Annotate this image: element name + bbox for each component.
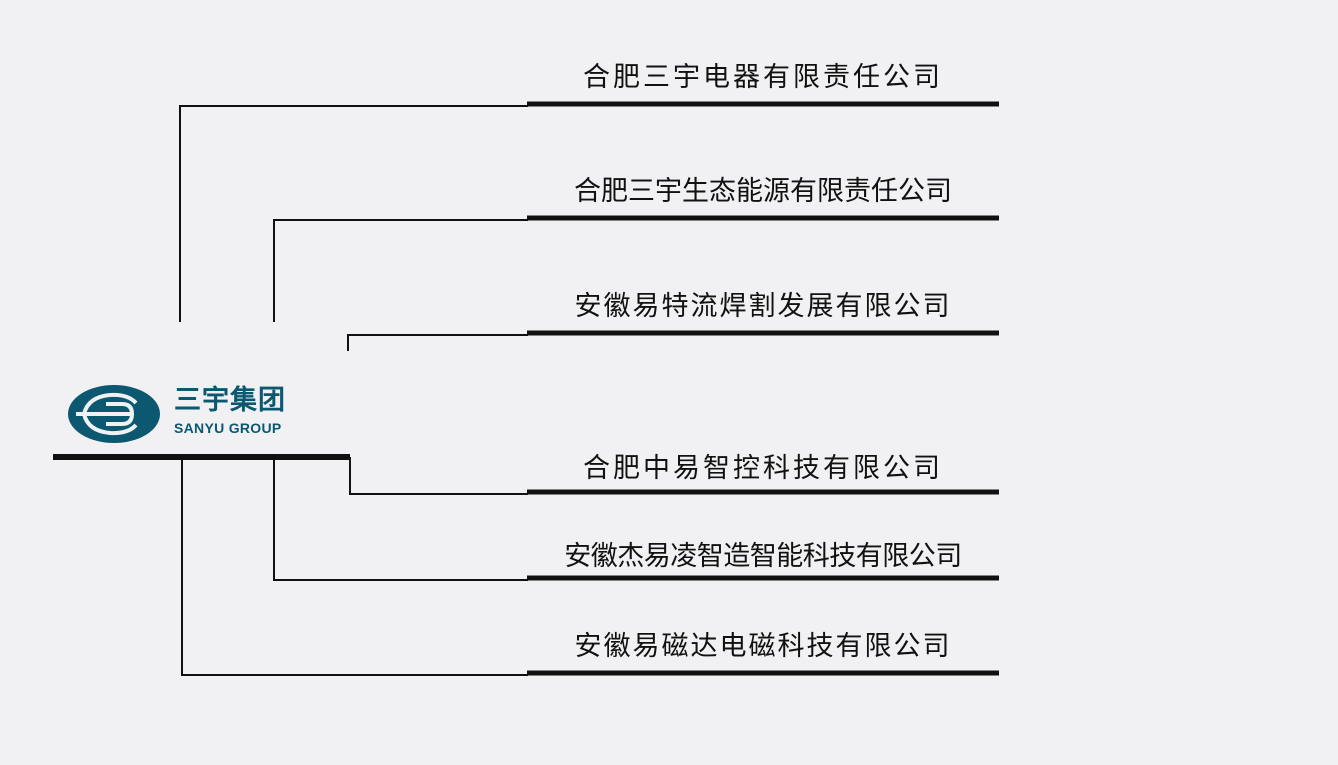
logo-name-cn: 三宇集团 — [174, 385, 286, 416]
company-label: 安徽杰易凌智造智能科技有限公司 — [564, 541, 962, 572]
sanyu-logo-mark-icon — [68, 385, 160, 443]
connector-to-company-3 — [347, 334, 528, 351]
company-label: 合肥三宇生态能源有限责任公司 — [574, 176, 952, 207]
connector-to-company-6 — [181, 457, 528, 676]
connector-to-company-1 — [179, 105, 528, 322]
connector-to-company-2 — [273, 219, 528, 322]
logo-name-en: SANYU GROUP — [174, 420, 282, 436]
company-label: 安徽易磁达电磁科技有限公司 — [574, 631, 952, 662]
company-label: 合肥中易智控科技有限公司 — [583, 453, 943, 484]
sanyu-group-logo: 三宇集团 SANYU GROUP — [66, 383, 306, 445]
company-label: 合肥三宇电器有限责任公司 — [583, 62, 943, 93]
company-label: 安徽易特流焊割发展有限公司 — [574, 291, 952, 322]
connector-to-company-5 — [273, 457, 528, 581]
connector-to-company-4 — [349, 457, 528, 495]
